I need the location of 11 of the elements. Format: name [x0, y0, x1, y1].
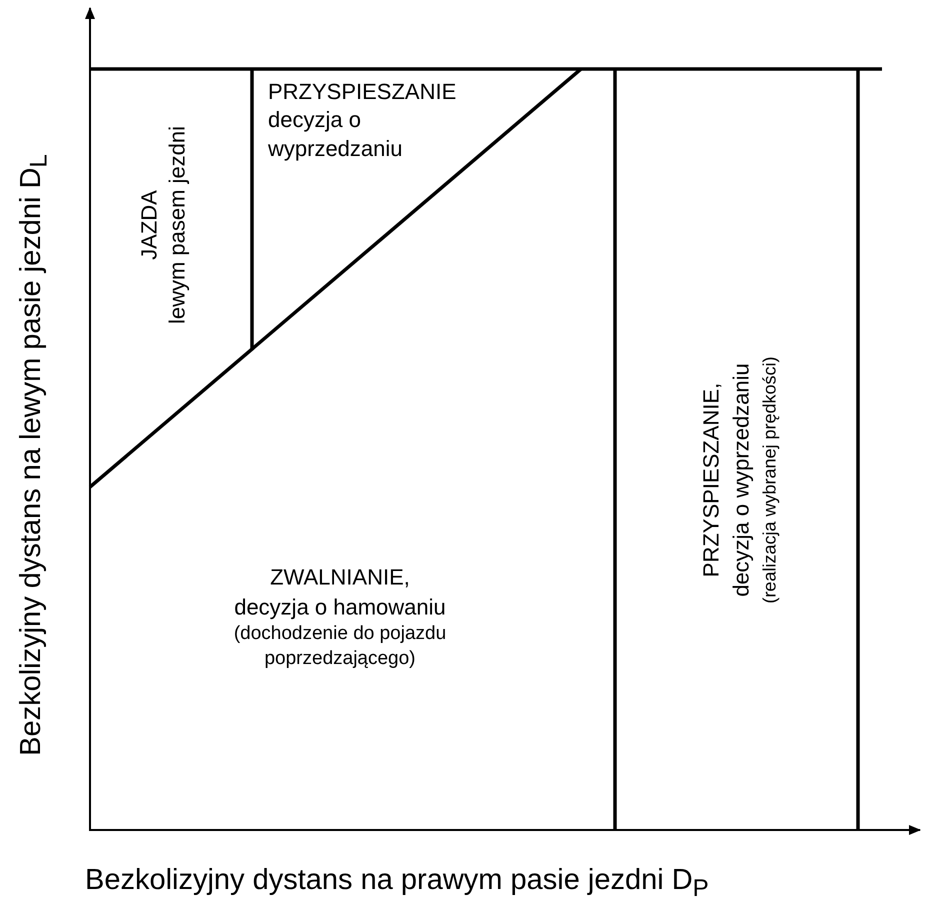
- region-label: JAZDA: [136, 190, 163, 260]
- region-label: lewym pasem jezdni: [164, 126, 191, 324]
- region-label: PRZYSPIESZANIE: [268, 78, 456, 106]
- region-note: (realizacja wybranej prędkości): [758, 356, 780, 604]
- region-label: PRZYSPIESZANIE,: [698, 382, 725, 578]
- region-label: decyzja o hamowaniu: [234, 594, 446, 622]
- axis-title: Bezkolizyjny dystans na prawym pasie jezdni D$_{P}$: [85, 863, 709, 904]
- region-label: decyzja o wyprzedzaniu: [728, 363, 755, 597]
- region-note: (dochodzenie do pojazdu poprzedzającego): [232, 622, 448, 671]
- region-label: decyzja o wyprzedzaniu: [268, 106, 404, 163]
- region-label: ZWALNIANIE,: [270, 564, 410, 592]
